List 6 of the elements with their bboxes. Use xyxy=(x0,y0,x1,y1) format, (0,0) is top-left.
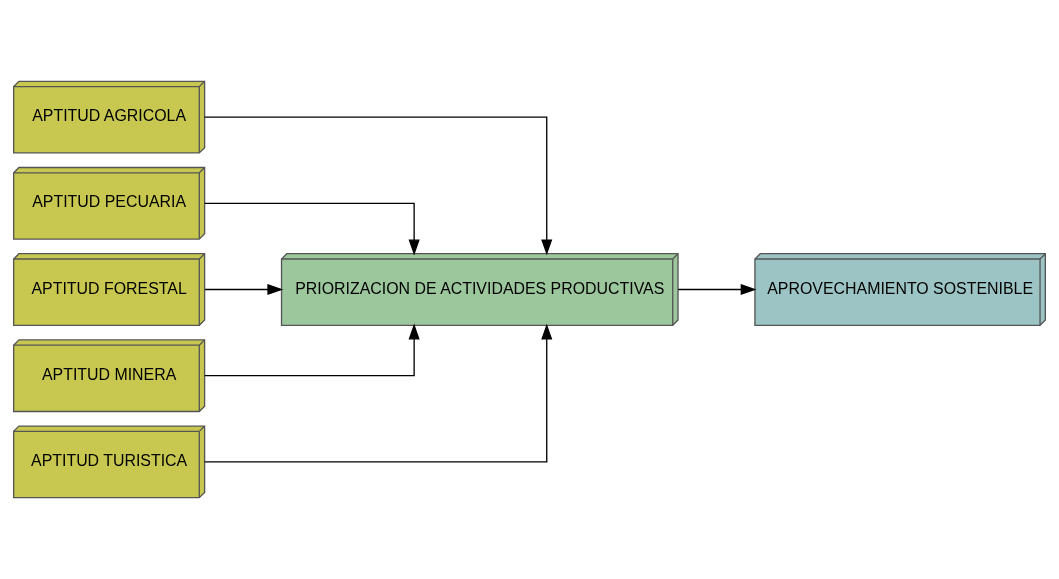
arrow xyxy=(204,323,420,377)
arrow xyxy=(204,202,420,256)
arrow xyxy=(204,283,284,296)
arrow xyxy=(203,116,553,256)
arrow xyxy=(203,323,553,463)
arrow xyxy=(677,283,757,296)
